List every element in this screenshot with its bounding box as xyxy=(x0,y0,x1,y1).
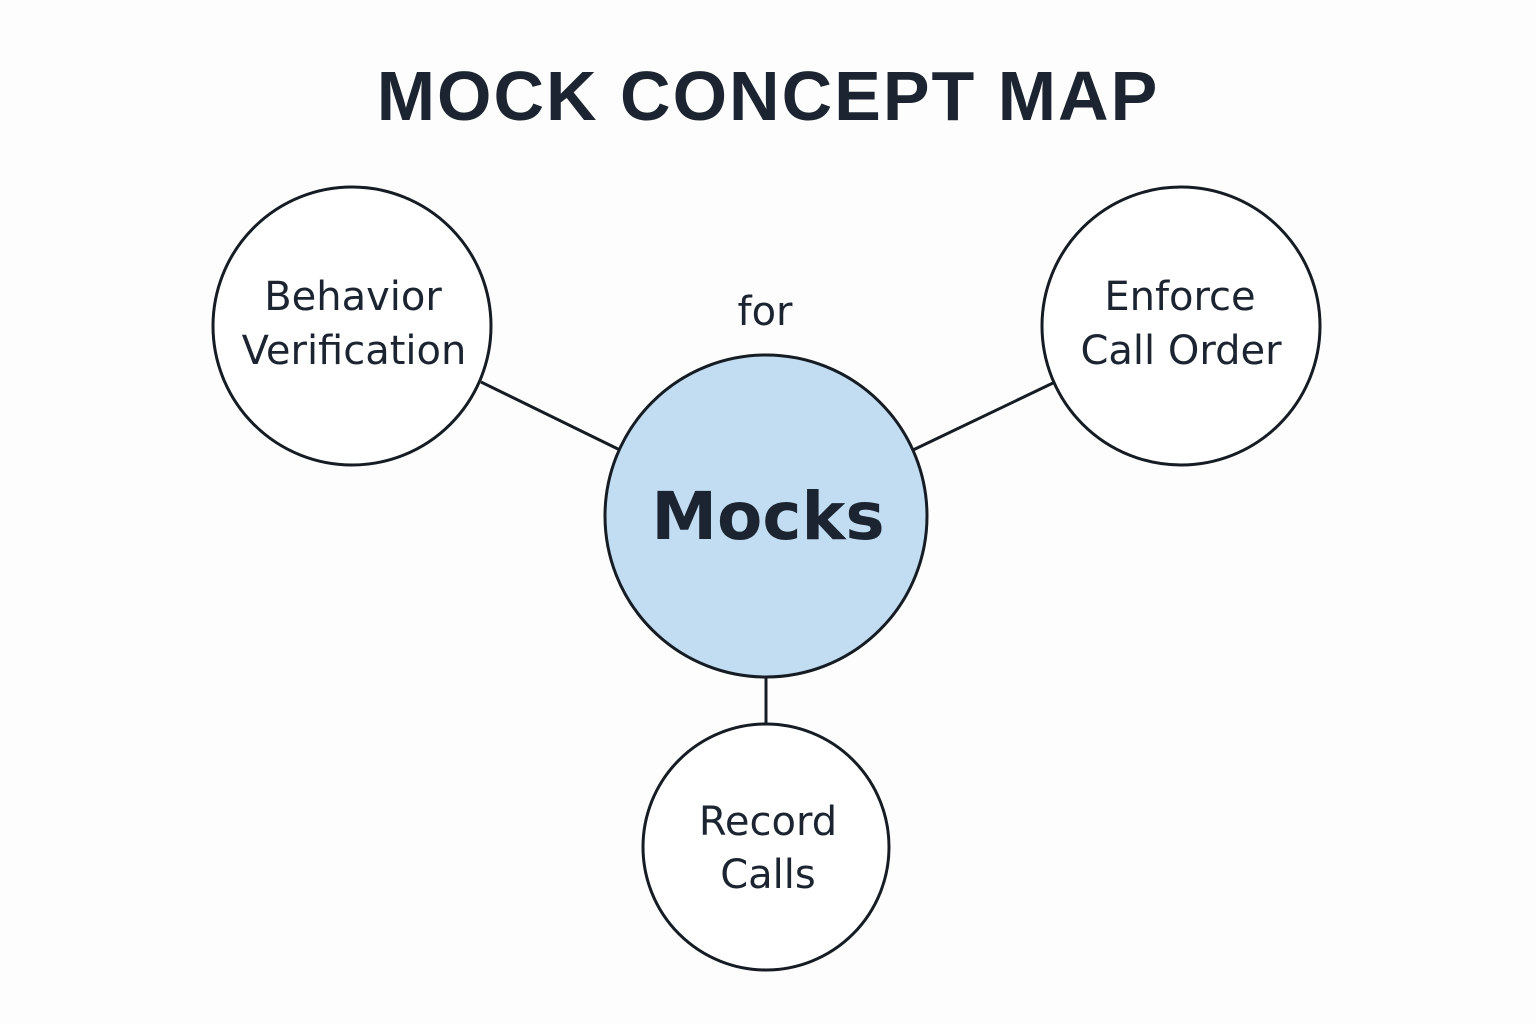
node-label-line: Verification xyxy=(242,328,467,374)
node-label-line: Enforce xyxy=(1104,274,1255,320)
node-circle xyxy=(1040,185,1322,467)
center-node-mocks[interactable]: Mocks xyxy=(603,353,929,679)
node-record-calls[interactable]: Record Calls xyxy=(641,722,891,972)
node-label-line: Calls xyxy=(720,852,816,898)
center-node-label: Mocks xyxy=(651,478,884,555)
center-node-circle xyxy=(603,353,929,679)
edge-mocks-enforce-call-order xyxy=(912,381,1054,452)
node-label-line: Call Order xyxy=(1080,328,1282,374)
node-circle xyxy=(641,722,891,972)
node-behavior-verification[interactable]: Behavior Verification xyxy=(211,185,493,467)
diagram-title: MOCK CONCEPT MAP xyxy=(376,57,1160,135)
node-label-line: Behavior xyxy=(264,274,442,320)
node-circle xyxy=(211,185,493,467)
edge-label-for: for xyxy=(738,289,794,335)
node-enforce-call-order[interactable]: Enforce Call Order xyxy=(1040,185,1322,467)
node-label-line: Record xyxy=(699,799,837,845)
edge-mocks-behavior-verification xyxy=(480,380,621,452)
